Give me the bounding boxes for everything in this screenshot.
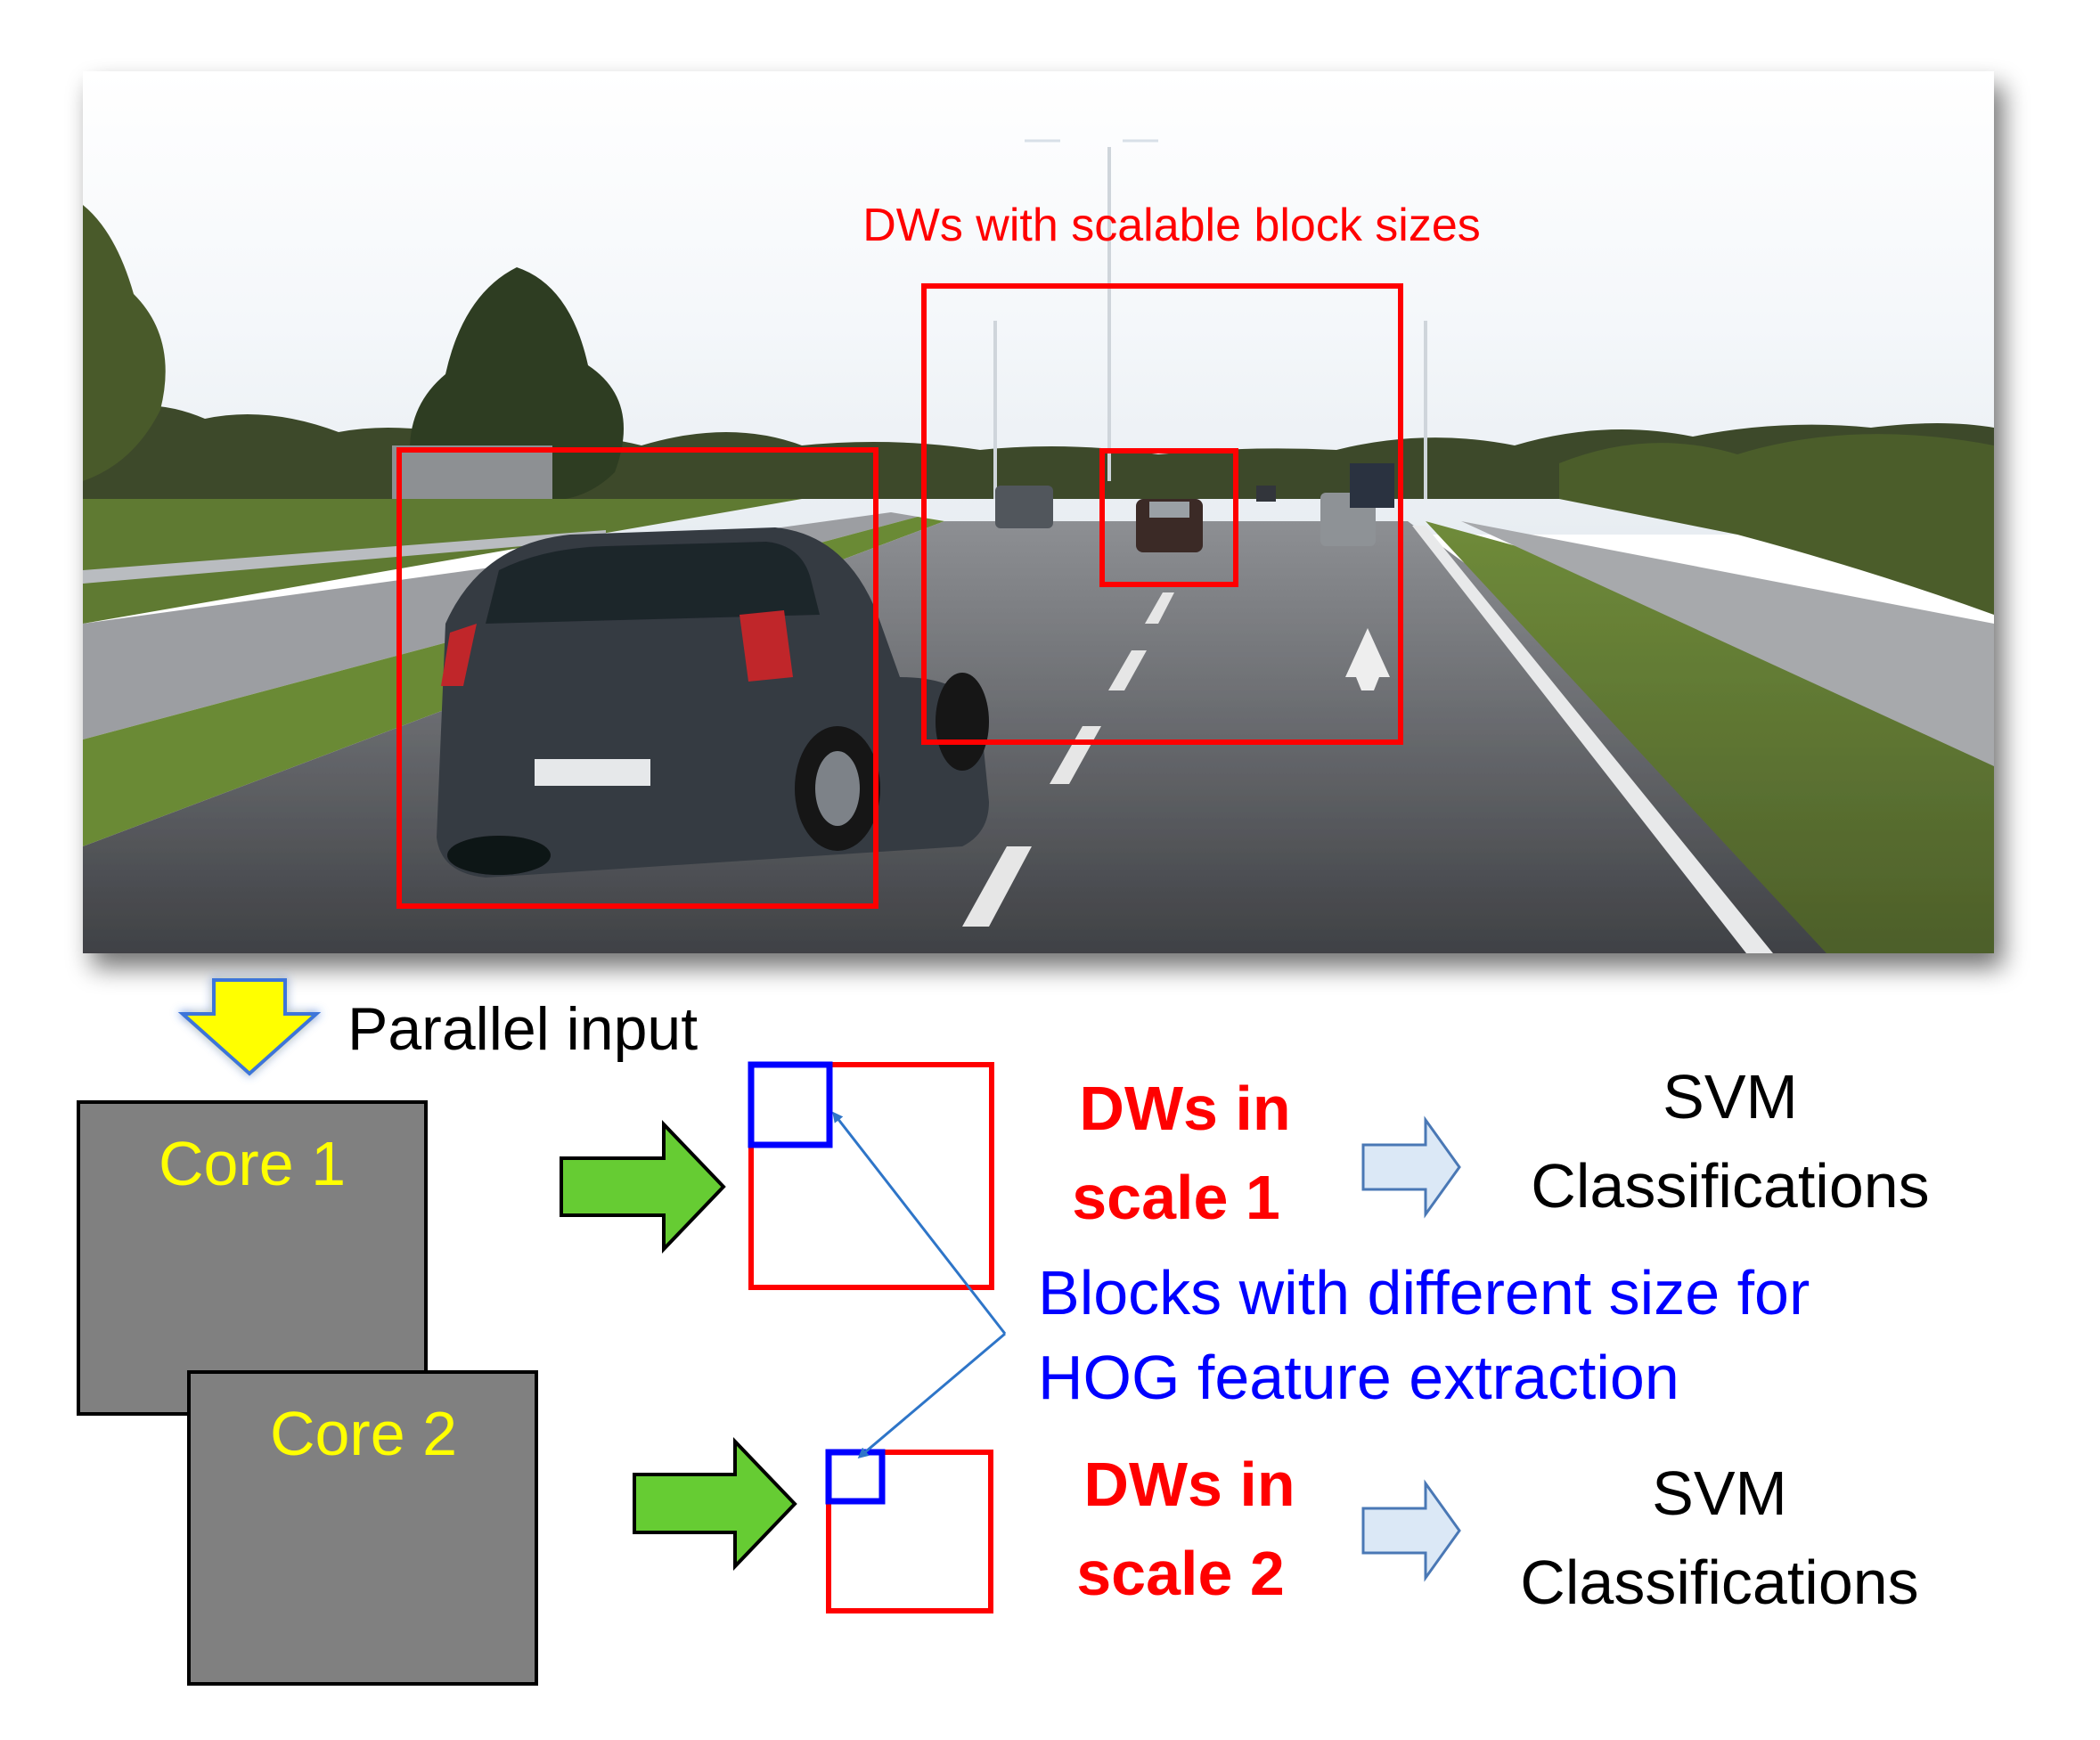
hog-block-small: [825, 1449, 886, 1505]
svm-1-label-line2: Classifications: [1531, 1151, 1929, 1221]
street-photo: DWs with scalable block sizes: [83, 71, 1994, 953]
hatchback-car: [437, 527, 989, 878]
svm-1-label-line1: SVM: [1663, 1062, 1798, 1131]
svm-2-label-line2: Classifications: [1520, 1548, 1918, 1617]
scale-1-label-line2: scale 1: [1072, 1163, 1280, 1232]
scale-2-label-line2: scale 2: [1076, 1539, 1285, 1608]
detection-box-large: [396, 447, 878, 909]
scale-1-label-line1: DWs in: [1079, 1074, 1290, 1143]
green-arrow-scale-1-icon: [560, 1120, 726, 1254]
parallel-input-label: Parallel input: [347, 995, 698, 1063]
dw-scale-1-window: [748, 1061, 994, 1290]
detection-windows: [396, 283, 1403, 909]
green-arrow-scale-2-icon: [633, 1437, 797, 1571]
block-connector-arrows: [832, 1111, 1007, 1458]
blocks-note-line1: Blocks with different size for: [1038, 1258, 1810, 1327]
hog-block-large: [748, 1061, 833, 1148]
dw-scale-2-window: [825, 1449, 993, 1613]
blocks-note-line2: HOG feature extraction: [1038, 1343, 1679, 1412]
photo-caption: DWs with scalable block sizes: [862, 200, 1481, 251]
core-1-label: Core 1: [159, 1129, 346, 1198]
parallel-input-arrow-icon: [177, 978, 322, 1076]
svm-2-label-line1: SVM: [1652, 1458, 1787, 1528]
scale-2-label-line1: DWs in: [1083, 1450, 1295, 1519]
svm-arrow-scale-2-icon: [1361, 1479, 1461, 1582]
core-1-box: Core 1: [77, 1100, 428, 1416]
detection-box-small: [1099, 448, 1238, 587]
svm-arrow-scale-1-icon: [1361, 1115, 1461, 1219]
core-2-box: Core 2: [187, 1370, 538, 1686]
detection-box-medium: [921, 283, 1403, 745]
core-2-label: Core 2: [270, 1399, 457, 1468]
